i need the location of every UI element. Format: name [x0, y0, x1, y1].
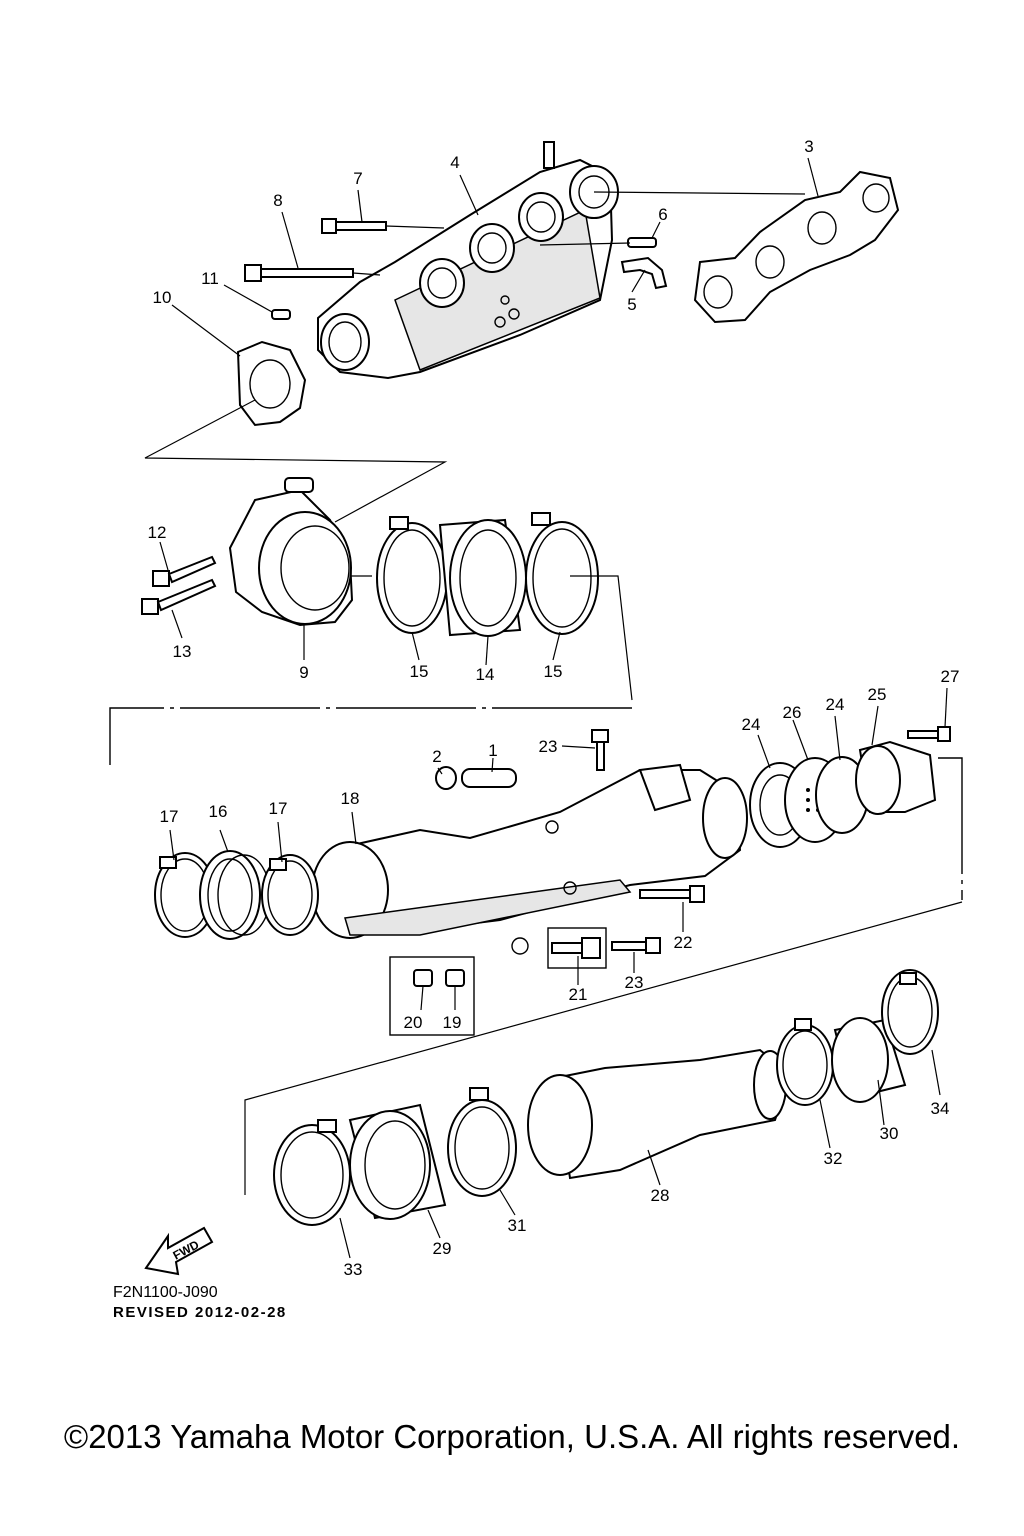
tail-pipe-28	[527, 1048, 792, 1180]
rubber-hose-14	[438, 518, 527, 637]
callout-11: 11	[201, 269, 219, 288]
manifold-gasket	[693, 170, 900, 324]
callout-28: 28	[651, 1186, 670, 1205]
callout-33: 33	[344, 1260, 363, 1279]
callout-27: 27	[941, 667, 960, 686]
callout-24b: 24	[826, 695, 845, 714]
callout-25: 25	[868, 685, 887, 704]
bolt-27	[907, 726, 951, 742]
callout-31: 31	[508, 1216, 527, 1235]
bolt-21	[551, 937, 601, 959]
callout-20: 20	[404, 1013, 423, 1032]
callout-26: 26	[783, 703, 802, 722]
bolt-13	[141, 578, 217, 615]
callout-17b: 17	[269, 799, 288, 818]
callout-21: 21	[569, 985, 588, 1004]
callout-18: 18	[341, 789, 360, 808]
exhaust-joint	[228, 477, 354, 627]
cover-25	[855, 740, 937, 815]
box-21	[547, 927, 607, 969]
callout-3: 3	[804, 137, 813, 156]
pin-11	[271, 309, 291, 320]
hose-clamp-34	[881, 969, 939, 1055]
callout-2: 2	[432, 747, 441, 766]
nut-20	[413, 969, 433, 987]
bolt-8	[244, 264, 381, 282]
callout-15a: 15	[410, 662, 429, 681]
muffler-pipe	[311, 763, 748, 955]
dowel-pin	[627, 237, 657, 248]
flange-gasket	[236, 340, 307, 427]
bolt-22	[639, 885, 705, 903]
hose-30	[831, 1017, 907, 1103]
callout-leaders	[159, 157, 948, 1259]
copyright-notice: ©2013 Yamaha Motor Corporation, U.S.A. A…	[63, 1418, 961, 1455]
hose-clamp-17b	[261, 854, 319, 936]
exhaust-manifold	[317, 141, 619, 380]
group-frame-2	[938, 757, 963, 900]
callout-30: 30	[880, 1124, 899, 1143]
callout-10: 10	[153, 288, 172, 307]
group-frame-1	[109, 707, 632, 765]
fwd-arrow-icon: FWD	[144, 1226, 214, 1276]
callout-14: 14	[476, 665, 495, 684]
callout-1: 1	[488, 741, 497, 760]
revision-date: REVISED 2012-02-28	[113, 1304, 287, 1321]
callout-9: 9	[299, 663, 308, 682]
callout-34: 34	[931, 1099, 950, 1118]
hose-clamp-33	[273, 1119, 351, 1226]
callout-4: 4	[450, 153, 459, 172]
bolt-7	[321, 218, 445, 234]
box-19-20	[389, 956, 475, 1036]
callout-8: 8	[273, 191, 282, 210]
callout-17a: 17	[160, 807, 179, 826]
hose-16	[199, 850, 271, 940]
bolt-12	[152, 555, 217, 587]
nut-19	[445, 969, 465, 987]
rubber-cap-1	[461, 768, 517, 788]
callout-22: 22	[674, 933, 693, 952]
hose-clamp-31	[447, 1087, 517, 1197]
hose-clamp-32	[776, 1018, 834, 1106]
elbow-fitting	[620, 256, 668, 290]
callout-24a: 24	[742, 715, 761, 734]
callout-6: 6	[658, 205, 667, 224]
part-code: F2N1100-J090	[113, 1284, 218, 1301]
bolt-23-bottom	[611, 937, 661, 954]
hose-clamp-15a	[376, 516, 448, 634]
callout-numbers: 1 2 3 4 5 6 7 8 9 10 11 12 13 14 15 15 1…	[148, 137, 960, 1279]
hose-clamp-15b	[525, 512, 599, 635]
callout-16: 16	[209, 802, 228, 821]
callout-32: 32	[824, 1149, 843, 1168]
callout-15b: 15	[544, 662, 563, 681]
hose-29	[348, 1103, 447, 1220]
callout-7: 7	[353, 169, 362, 188]
callout-29: 29	[433, 1239, 452, 1258]
callout-5: 5	[627, 295, 636, 314]
callout-19: 19	[443, 1013, 462, 1032]
callout-23b: 23	[625, 973, 644, 992]
callout-13: 13	[173, 642, 192, 661]
callout-12: 12	[148, 523, 167, 542]
callout-23a: 23	[539, 737, 558, 756]
bolt-23-top	[591, 729, 609, 771]
